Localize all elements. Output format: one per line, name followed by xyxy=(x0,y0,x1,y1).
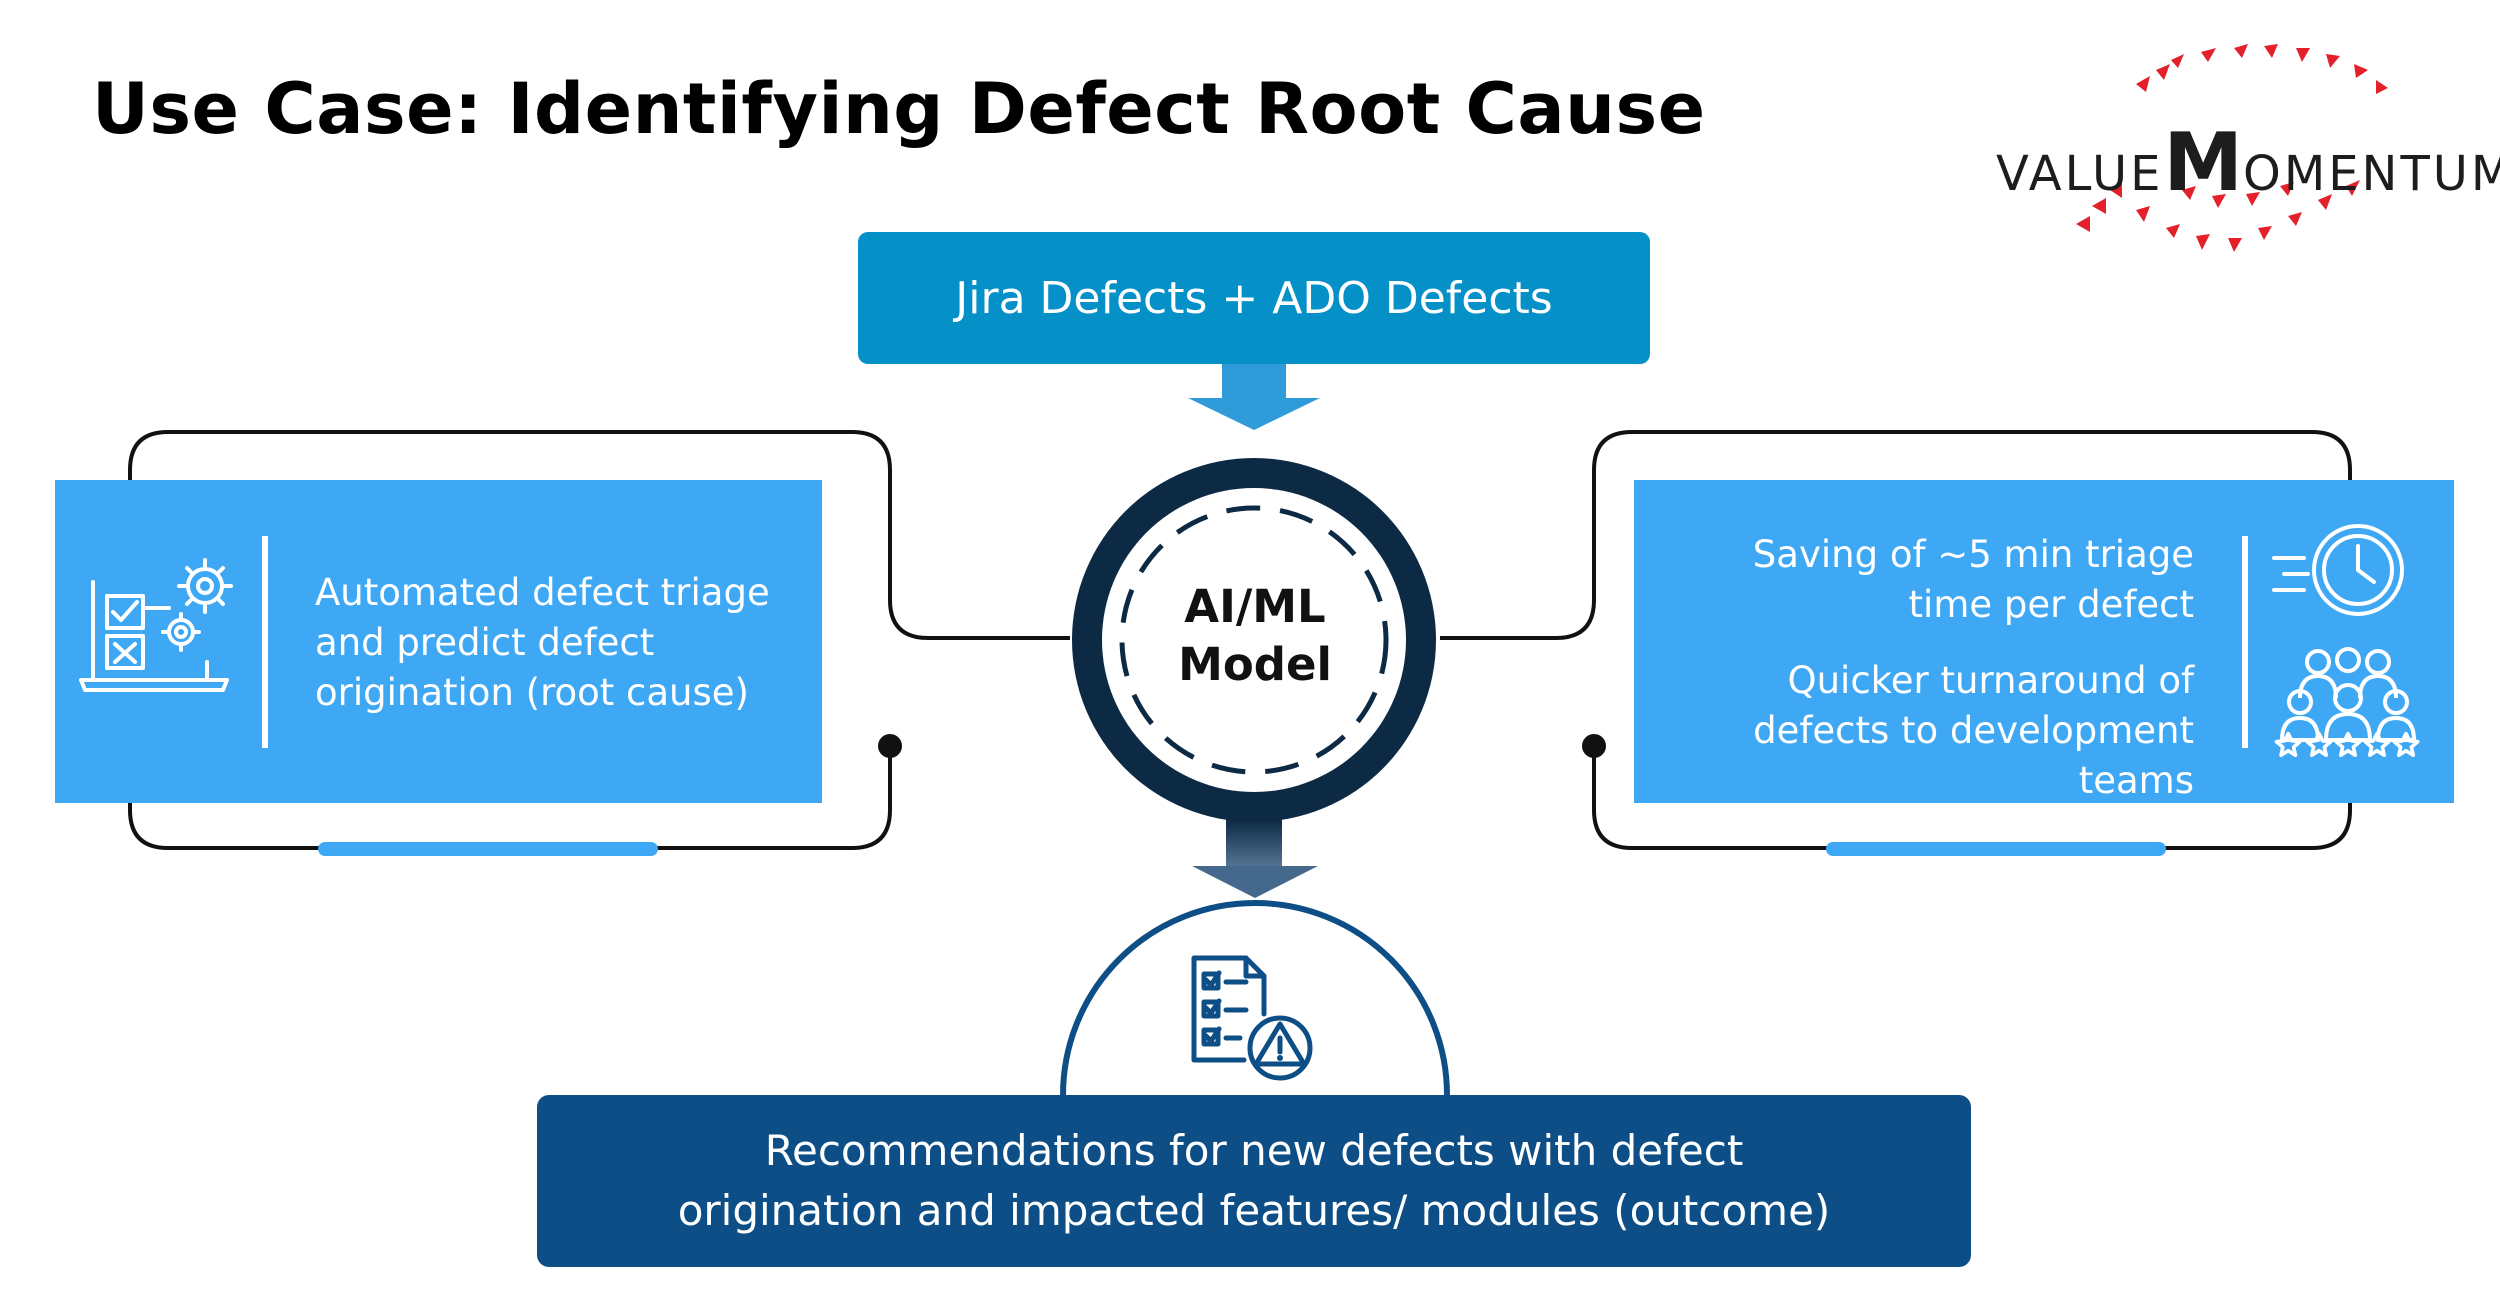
outcome-text: Recommendations for new defects with def… xyxy=(678,1121,1831,1241)
model-dashed-ring xyxy=(1119,505,1389,775)
left-panel: Automated defect triage and predict defe… xyxy=(55,480,822,803)
right-panel-benefits: Saving of ~5 min triage time per defect … xyxy=(1674,530,2194,832)
model-label-line1: AI/ML xyxy=(1184,580,1326,633)
model-inner xyxy=(1102,488,1406,792)
left-panel-text: Automated defect triage and predict defe… xyxy=(315,571,770,714)
outcome-line1: Recommendations for new defects with def… xyxy=(764,1126,1744,1175)
red-triangles-swirl-icon xyxy=(2076,44,2388,252)
outcome-arc xyxy=(1060,900,1450,1096)
logo-wordmark: VALUEMOMENTUM xyxy=(1996,116,2500,209)
output-arrow-shaft xyxy=(1226,820,1282,870)
left-underline xyxy=(318,842,658,856)
outcome-line2: origination and impacted features/ modul… xyxy=(677,1186,1831,1235)
checklist-warning-icon xyxy=(1191,955,1313,1081)
right-divider xyxy=(2242,536,2248,748)
valuemomentum-logo: VALUEMOMENTUM xyxy=(1996,40,2500,270)
fast-clock-icon xyxy=(2272,524,2404,616)
outcome-box: Recommendations for new defects with def… xyxy=(537,1095,1971,1267)
right-connector-dot xyxy=(1582,734,1606,758)
left-divider xyxy=(262,536,268,748)
page-title: Use Case: Identifying Defect Root Cause xyxy=(92,68,1706,150)
right-connector-line xyxy=(1440,430,2352,640)
right-panel: Saving of ~5 min triage time per defect … xyxy=(1634,480,2454,803)
benefit-time-saving: Saving of ~5 min triage time per defect xyxy=(1752,533,2194,626)
output-arrow-head xyxy=(1192,866,1318,898)
input-arrow-shaft xyxy=(1222,364,1286,400)
right-underline xyxy=(1826,842,2166,856)
checklist-gears-icon xyxy=(79,558,233,692)
model-label-line2: Model xyxy=(1178,638,1332,691)
left-connector-dot xyxy=(878,734,902,758)
model-label: AI/ML Model xyxy=(1140,578,1370,694)
input-arrow-head xyxy=(1188,398,1320,430)
input-defects-label: Jira Defects + ADO Defects xyxy=(955,272,1553,324)
benefit-turnaround: Quicker turnaround of defects to develop… xyxy=(1753,659,2194,802)
team-rating-icon xyxy=(2274,647,2420,758)
left-connector-line xyxy=(128,430,1070,640)
input-defects-box: Jira Defects + ADO Defects xyxy=(858,232,1650,364)
